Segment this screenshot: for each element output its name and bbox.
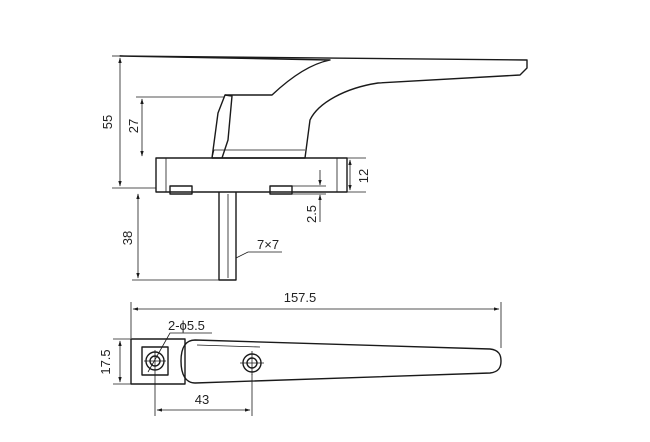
dim-38-label: 38 — [120, 231, 135, 245]
spindle — [218, 192, 237, 281]
holes-leader — [147, 332, 212, 373]
dim-2.5-label: 2.5 — [304, 205, 319, 223]
dim-43-label: 43 — [195, 392, 209, 407]
top-view: 157.5 2-ϕ5.5 17.5 43 — [98, 290, 502, 416]
base-plate — [155, 157, 348, 193]
side-view: 55 27 12 2.5 38 7×7 — [100, 55, 528, 281]
dim-12-label: 12 — [356, 169, 371, 183]
dim-157.5-label: 157.5 — [284, 290, 317, 305]
dim-27-label: 27 — [126, 119, 141, 133]
handle-lever-outline — [119, 55, 528, 159]
spindle-section-leader — [235, 251, 282, 259]
spindle-section-label: 7×7 — [257, 237, 279, 252]
base-boss-left — [169, 185, 193, 195]
lever-top-outline — [180, 339, 502, 384]
base-block-top — [130, 338, 186, 385]
lever-top-inner — [196, 344, 261, 348]
base-boss-right — [269, 185, 293, 195]
dim-55-label: 55 — [100, 115, 115, 129]
holes-label: 2-ϕ5.5 — [168, 318, 205, 333]
dim-17.5-label: 17.5 — [98, 349, 113, 374]
handle-neck-line — [221, 94, 233, 159]
handle-neck-shoulder — [211, 149, 305, 159]
